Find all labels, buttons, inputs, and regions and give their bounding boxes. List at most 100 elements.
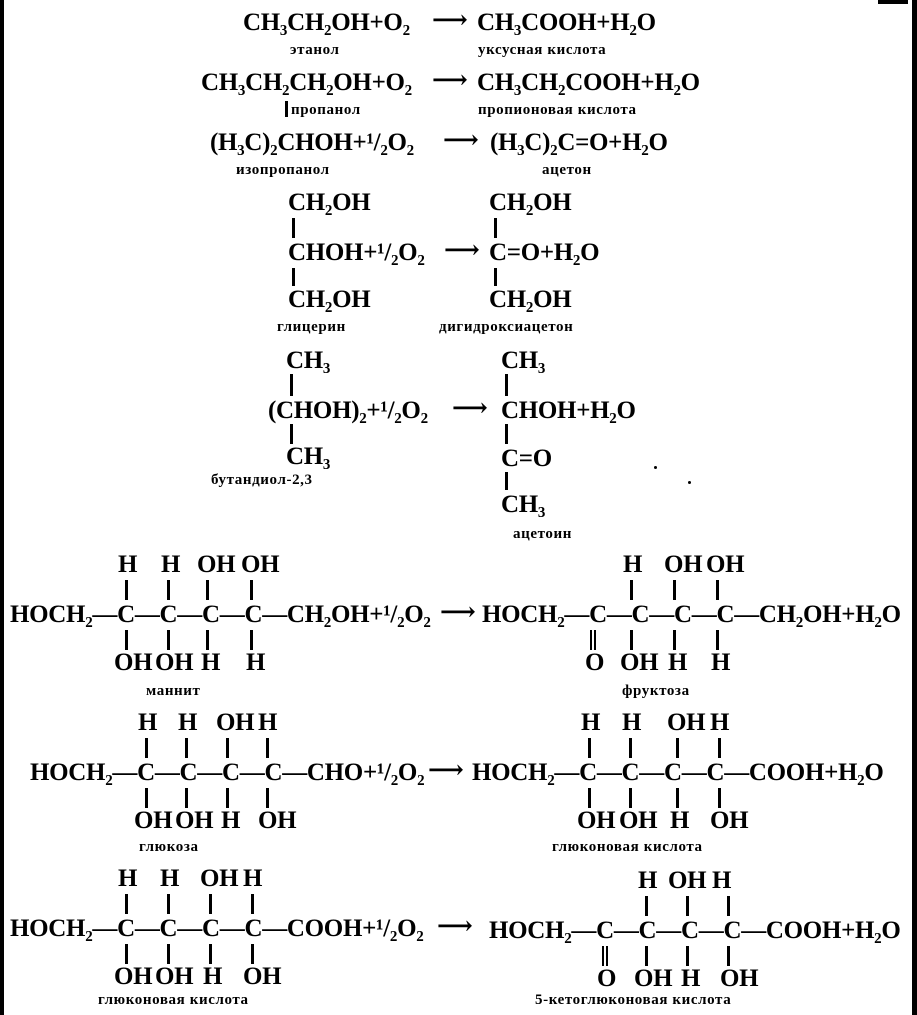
bond: [588, 738, 594, 758]
butanediol-top: CH₃: [286, 347, 331, 374]
bond: [206, 580, 212, 600]
sub-bottom: H: [670, 807, 690, 834]
sub-top: H: [161, 551, 181, 578]
acetic-acid-formula: CH₃COOH+H₂O: [477, 9, 656, 36]
bond: [125, 944, 131, 964]
scan-mark: [285, 101, 291, 117]
bond: [167, 580, 173, 600]
bond: [505, 374, 511, 396]
reaction-arrow: ⟶: [443, 127, 479, 154]
sub-top: H: [710, 709, 730, 736]
sub-top: H: [160, 865, 180, 892]
bond: [251, 944, 257, 964]
sub-top: OH: [668, 867, 707, 894]
gluconic-chain: HOCH₂—C—C—C—C—COOH+H₂O: [472, 759, 884, 786]
sub-top: H: [178, 709, 198, 736]
dha-mid: C=O+H₂O: [489, 239, 600, 266]
propionic-acid-name: пропионовая кислота: [478, 102, 637, 118]
acetoin-r1: CH₃: [501, 347, 546, 374]
sub-bottom: OH: [258, 807, 297, 834]
fructose-name: фруктоза: [622, 683, 690, 699]
reaction-arrow: ⟶: [444, 237, 480, 264]
bond: [716, 630, 722, 650]
sub-top: OH: [200, 865, 239, 892]
bond: [209, 944, 215, 964]
bond: [673, 580, 679, 600]
sub-top: H: [623, 551, 643, 578]
sub-bottom: H: [201, 649, 221, 676]
bond: [266, 788, 272, 808]
bond: [718, 788, 724, 808]
sub-bottom: OH: [155, 649, 194, 676]
bond: [206, 630, 212, 650]
sub-top: H: [138, 709, 158, 736]
bond: [167, 944, 173, 964]
sub-bottom: O: [597, 965, 617, 992]
bond: [125, 894, 131, 914]
sub-bottom: H: [681, 965, 701, 992]
reaction-arrow: ⟶: [428, 757, 464, 784]
bond: [251, 894, 257, 914]
reaction-arrow: ⟶: [452, 395, 488, 422]
propanol-name: пропанол: [291, 102, 361, 118]
bond: [676, 788, 682, 808]
sub-bottom: OH: [175, 807, 214, 834]
dha-name: дигидроксиацетон: [439, 319, 574, 335]
gluconic-lhs-chain: HOCH₂—C—C—C—C—COOH+¹/₂O₂: [10, 915, 424, 942]
bond: [673, 630, 679, 650]
ketogluconic-name: 5-кетоглюконовая кислота: [535, 992, 732, 1008]
bond: [167, 630, 173, 650]
sub-top: H: [118, 865, 138, 892]
sub-top: H: [118, 551, 138, 578]
sub-bottom: O: [585, 649, 605, 676]
bond: [505, 472, 511, 490]
acetone-formula: (H₃C)₂C=O+H₂O: [490, 129, 668, 156]
fructose-chain: HOCH₂—C—C—C—C—CH₂OH+H₂O: [482, 601, 901, 628]
mannitol-name: маннит: [146, 683, 201, 699]
scan-speck: [688, 481, 691, 484]
bond: [185, 788, 191, 808]
bond: [209, 894, 215, 914]
scan-edge-right: [912, 0, 917, 1015]
glycerol-mid: CHOH+¹/₂O₂: [288, 239, 425, 266]
bond: [494, 218, 500, 238]
sub-bottom: OH: [577, 807, 616, 834]
ethanol-name: этанол: [290, 42, 340, 58]
gluconic-lhs-name: глюконовая кислота: [98, 992, 249, 1008]
bond: [588, 788, 594, 808]
sub-top: OH: [216, 709, 255, 736]
bond: [226, 788, 232, 808]
acetoin-r2: CHOH+H₂O: [501, 397, 636, 424]
glycerol-name: глицерин: [277, 319, 346, 335]
sub-top: H: [581, 709, 601, 736]
sub-top: H: [712, 867, 732, 894]
sub-bottom: OH: [134, 807, 173, 834]
sub-bottom: OH: [114, 963, 153, 990]
double-bond: [590, 630, 602, 650]
bond: [645, 946, 651, 966]
reaction-arrow: ⟶: [437, 913, 473, 940]
propionic-acid-formula: CH₃CH₂COOH+H₂O: [477, 69, 700, 96]
bond: [226, 738, 232, 758]
sub-top: H: [243, 865, 263, 892]
bond: [629, 788, 635, 808]
gluconic-name: глюконовая кислота: [552, 839, 703, 855]
bond: [727, 896, 733, 916]
bond: [716, 580, 722, 600]
bond: [145, 788, 151, 808]
bond: [145, 738, 151, 758]
bond: [718, 738, 724, 758]
bond: [630, 630, 636, 650]
glycerol-top: CH₂OH: [288, 189, 371, 216]
glucose-name: глюкоза: [139, 839, 199, 855]
reaction-arrow: ⟶: [432, 7, 468, 34]
bond: [290, 424, 296, 444]
sub-bottom: OH: [114, 649, 153, 676]
bond: [686, 896, 692, 916]
mannitol-chain: HOCH₂—C—C—C—C—CH₂OH+¹/₂O₂: [10, 601, 431, 628]
reaction-arrow: ⟶: [432, 67, 468, 94]
sub-top: OH: [706, 551, 745, 578]
bond: [676, 738, 682, 758]
bond: [290, 374, 296, 396]
